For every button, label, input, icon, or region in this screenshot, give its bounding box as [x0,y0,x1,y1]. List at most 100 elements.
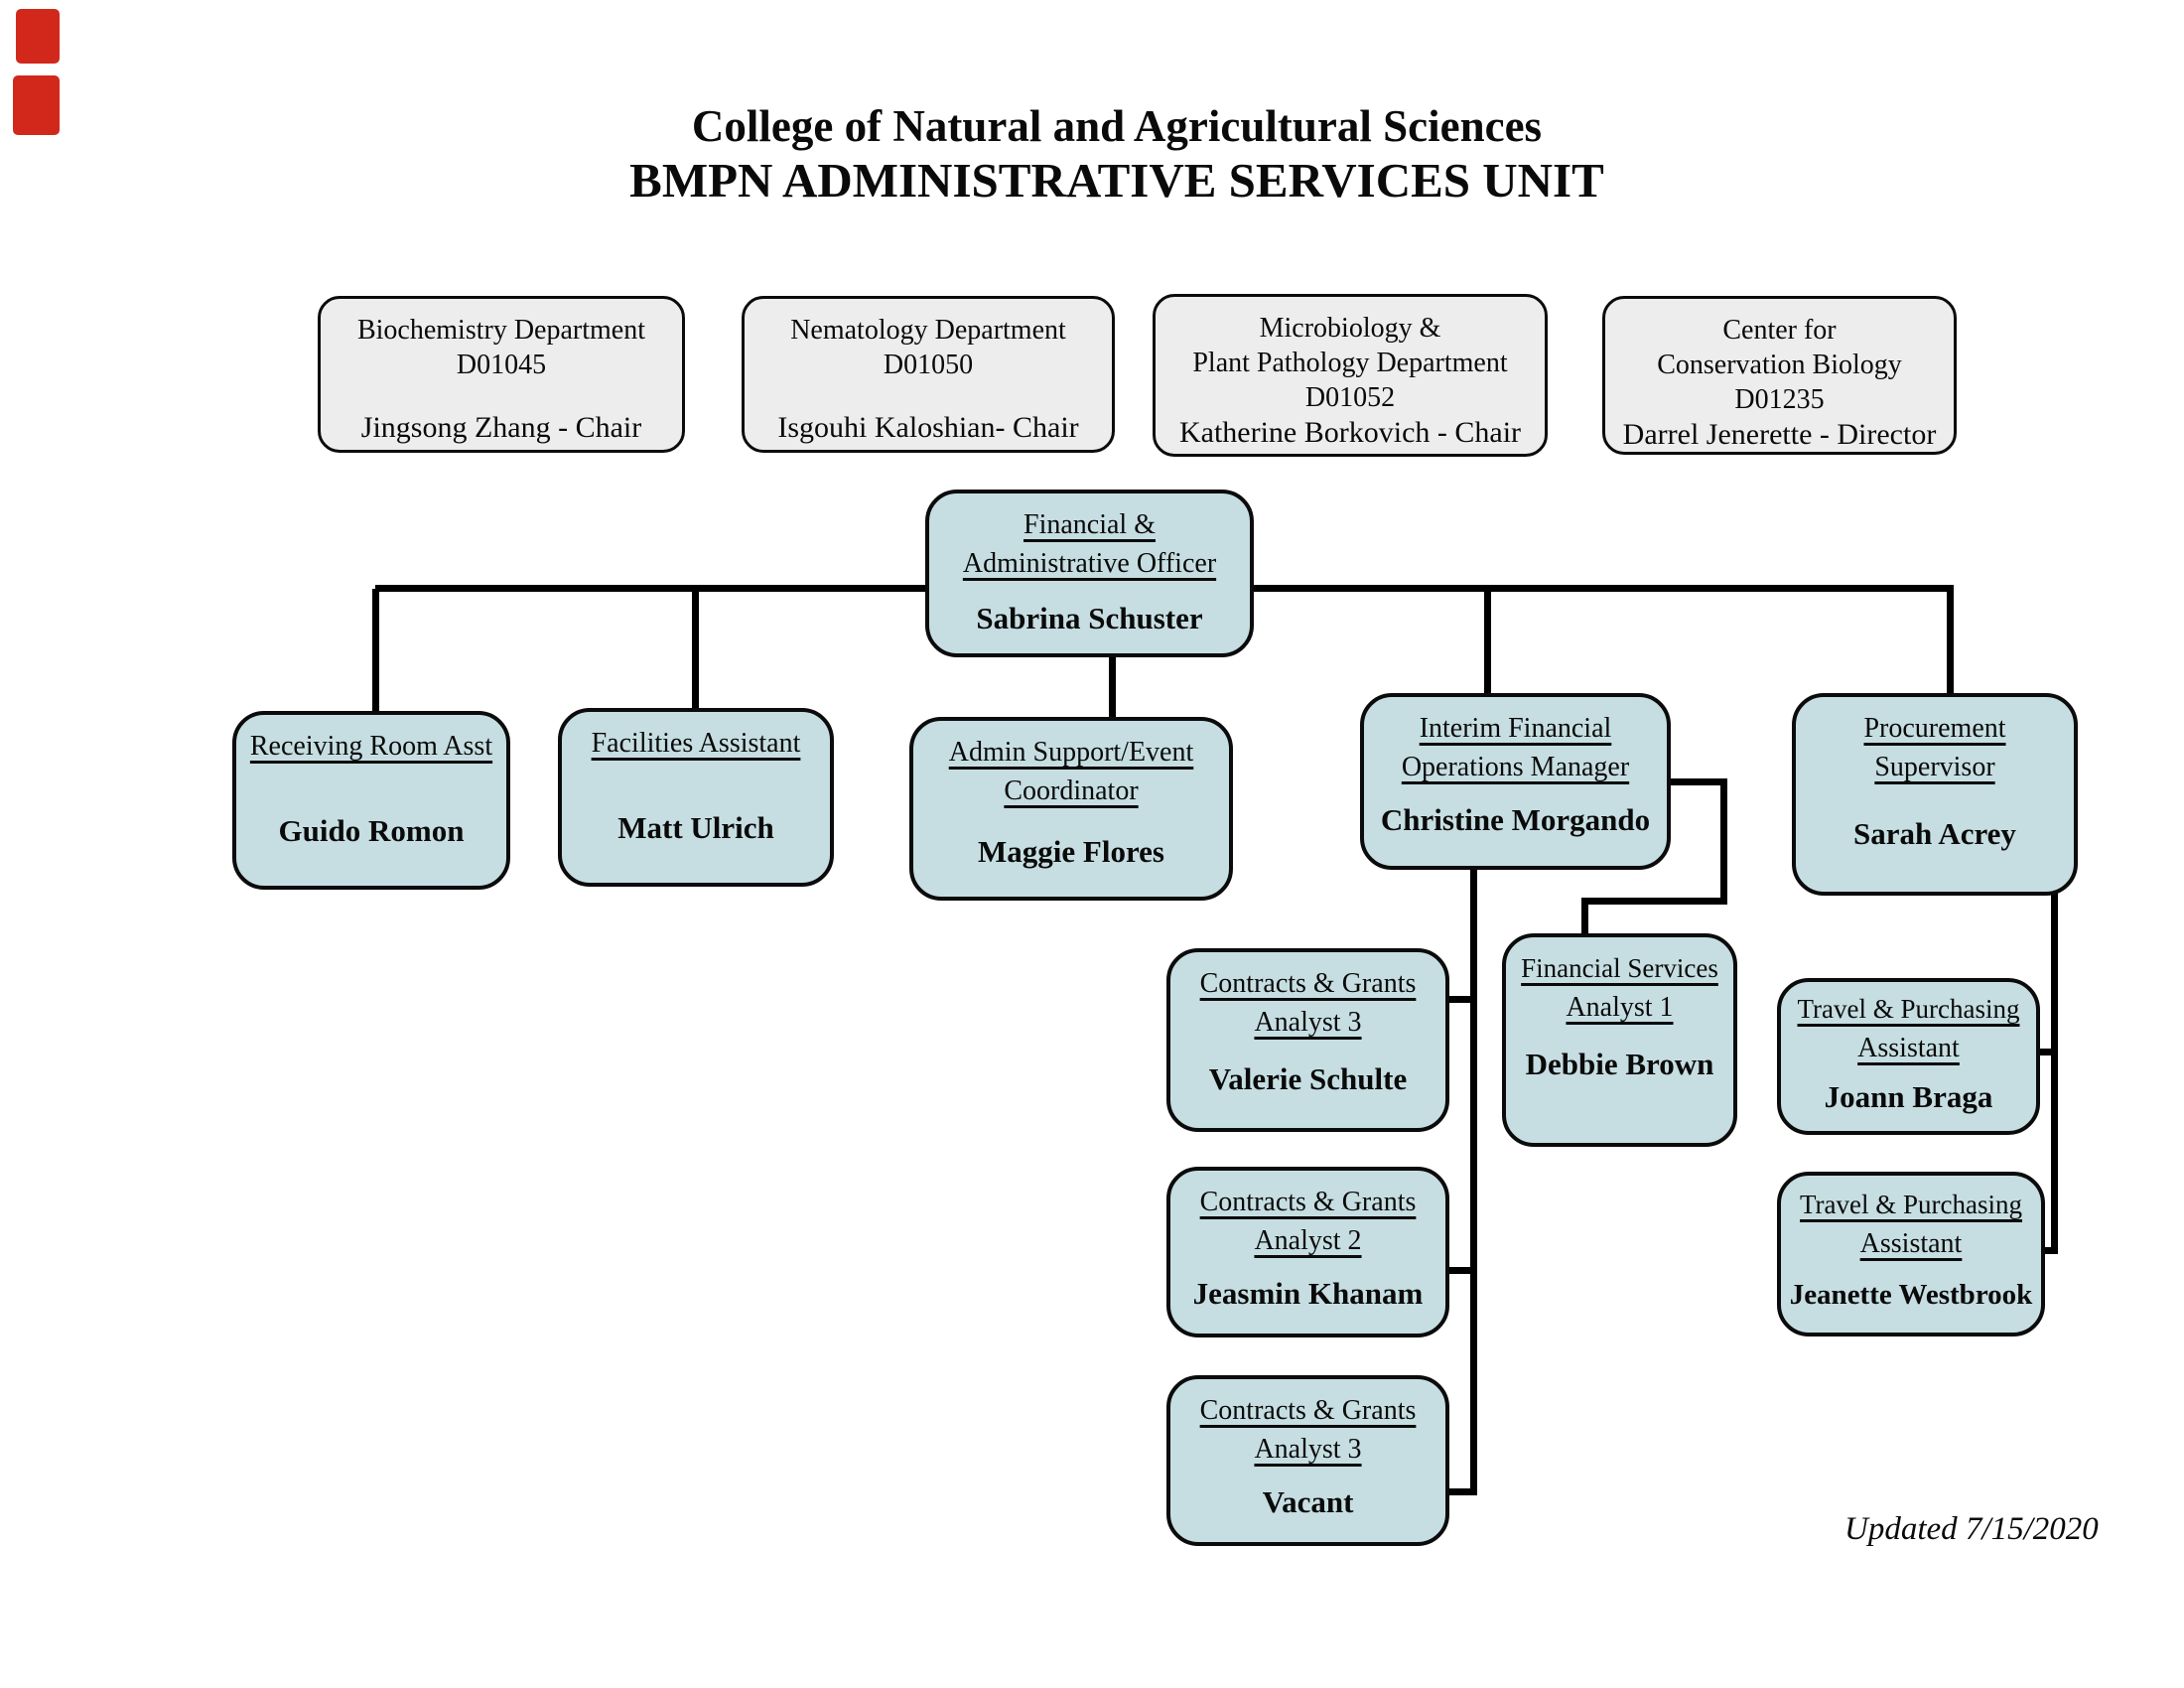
connector-left-horizontal [375,585,927,592]
dept-box-center-conservation-biology: Center for Conservation Biology D01235 D… [1602,296,1957,455]
position-title-line: Receiving Room Asst [249,731,493,762]
position-title: Procurement Supervisor [1796,709,2074,786]
position-title-line: Analyst 2 [1254,1225,1362,1256]
employee-name: Sarah Acrey [1853,816,2016,851]
position-title-line: Contracts & Grants [1199,1187,1417,1217]
dept-code: D01235 [1734,384,1825,415]
org-box-receiving-room-asst: Receiving Room Asst Guido Romon [232,711,510,890]
position-title-line: Interim Financial [1419,713,1612,744]
position-title-line: Operations Manager [1401,752,1630,782]
dept-head-name: Jingsong Zhang - Chair [360,411,642,444]
dept-title-line: Microbiology & [1259,313,1441,344]
org-box-contracts-grants-analyst-3-vacant: Contracts & Grants Analyst 3 Vacant [1166,1375,1449,1546]
employee-name: Jeasmin Khanam [1192,1276,1424,1311]
position-title: Contracts & Grants Analyst 3 [1170,964,1445,1042]
employee-name: Joann Braga [1824,1079,1993,1114]
dept-box-biochemistry: Biochemistry Department D01045 Jingsong … [318,296,685,453]
position-title: Financial Services Analyst 1 [1506,949,1733,1027]
org-box-interim-financial-operations-manager: Interim Financial Operations Manager Chr… [1360,693,1671,870]
dept-title-line: Nematology Department [790,315,1066,346]
dept-head-name: Darrel Jenerette - Director [1622,418,1937,451]
position-title-line: Assistant [1859,1228,1963,1259]
connector-debbie-seg4 [1581,898,1588,937]
employee-name: Guido Romon [278,813,465,848]
position-title: Contracts & Grants Analyst 2 [1170,1183,1445,1260]
dept-box-nematology: Nematology Department D01050 Isgouhi Kal… [742,296,1115,453]
dept-title-line: Plant Pathology Department [1192,348,1508,378]
employee-name: Maggie Flores [978,834,1164,869]
position-title: Contracts & Grants Analyst 3 [1170,1391,1445,1469]
dept-box-microbiology-plant-pathology: Microbiology & Plant Pathology Departmen… [1153,294,1548,457]
connector-debbie-seg1 [1667,778,1727,785]
dept-title-line: Center for [1722,315,1837,346]
connector-to-facilities [692,589,699,710]
employee-name: Sabrina Schuster [976,601,1203,635]
connector-branch-jeanette [2040,1247,2058,1254]
dept-code: D01052 [1304,382,1396,413]
position-title-line: Contracts & Grants [1199,968,1417,999]
connector-sarah-spine [2051,890,2058,1254]
connector-branch-jeasmin [1445,1267,1473,1274]
page-title-line2: BMPN ADMINISTRATIVE SERVICES UNIT [629,153,1604,208]
connector-right-horizontal [1252,585,1954,592]
connector-branch-valerie [1445,996,1473,1003]
employee-name: Vacant [1262,1484,1354,1519]
position-title-line: Supervisor [1874,752,1995,782]
org-box-procurement-supervisor: Procurement Supervisor Sarah Acrey [1792,693,2078,896]
position-title-line: Coordinator [1004,775,1139,806]
position-title: Receiving Room Asst [236,727,506,766]
employee-name: Christine Morgando [1380,802,1651,837]
position-title: Financial & Administrative Officer [929,505,1250,583]
connector-to-interim-manager [1484,589,1491,695]
page-title: College of Natural and Agricultural Scie… [74,99,2159,209]
position-title-line: Assistant [1857,1033,1960,1063]
position-title-line: Analyst 3 [1254,1007,1362,1038]
dept-head-name: Isgouhi Kaloshian- Chair [777,411,1079,444]
employee-name: Matt Ulrich [617,810,774,845]
employee-name: Valerie Schulte [1208,1061,1408,1096]
position-title-line: Admin Support/Event [948,737,1194,768]
position-title-line: Analyst 3 [1254,1434,1362,1465]
connector-to-receiving [372,589,379,713]
employee-name: Debbie Brown [1525,1047,1714,1081]
position-title: Facilities Assistant [562,724,830,763]
position-title-line: Travel & Purchasing [1797,994,2020,1024]
position-title-line: Contracts & Grants [1199,1395,1417,1426]
red-artifact-mark-2 [13,75,60,135]
connector-to-procurement [1947,585,1954,695]
red-artifact-mark-1 [16,9,60,64]
org-box-travel-purchasing-assistant-westbrook: Travel & Purchasing Assistant Jeanette W… [1777,1172,2045,1336]
employee-name: Jeanette Westbrook [1789,1279,2033,1311]
position-title: Travel & Purchasing Assistant [1781,990,2036,1067]
position-title: Interim Financial Operations Manager [1364,709,1667,786]
position-title-line: Administrative Officer [962,548,1217,579]
org-box-admin-support-event-coordinator: Admin Support/Event Coordinator Maggie F… [909,717,1233,901]
position-title-line: Travel & Purchasing [1800,1190,2022,1219]
connector-branch-vacant [1445,1488,1473,1495]
position-title-line: Analyst 1 [1566,992,1674,1023]
position-title: Travel & Purchasing Assistant [1781,1186,2041,1263]
connector-branch-joann [2035,1049,2058,1055]
org-box-financial-services-analyst-1: Financial Services Analyst 1 Debbie Brow… [1502,933,1737,1147]
org-box-contracts-grants-analyst-2: Contracts & Grants Analyst 2 Jeasmin Kha… [1166,1167,1449,1337]
page-title-line1: College of Natural and Agricultural Scie… [691,101,1543,151]
org-box-travel-purchasing-assistant-braga: Travel & Purchasing Assistant Joann Brag… [1777,978,2040,1135]
dept-code: D01050 [883,350,974,380]
connector-debbie-seg3 [1581,898,1727,905]
dept-title-line: Biochemistry Department [356,315,646,346]
connector-to-admin-support [1109,653,1116,719]
org-box-contracts-grants-analyst-3-schulte: Contracts & Grants Analyst 3 Valerie Sch… [1166,948,1449,1132]
position-title-line: Procurement [1863,713,2006,744]
org-box-financial-administrative-officer: Financial & Administrative Officer Sabri… [925,490,1254,657]
position-title: Admin Support/Event Coordinator [913,733,1229,810]
dept-title-line: Conservation Biology [1657,350,1902,380]
position-title-line: Financial Services [1521,953,1718,983]
connector-christine-spine [1470,866,1477,1495]
position-title-line: Facilities Assistant [591,728,801,759]
connector-debbie-seg2 [1720,778,1727,905]
dept-head-name: Katherine Borkovich - Chair [1178,416,1522,449]
dept-code: D01045 [456,350,547,380]
updated-date: Updated 7/15/2020 [1844,1511,2099,1547]
org-box-facilities-assistant: Facilities Assistant Matt Ulrich [558,708,834,887]
